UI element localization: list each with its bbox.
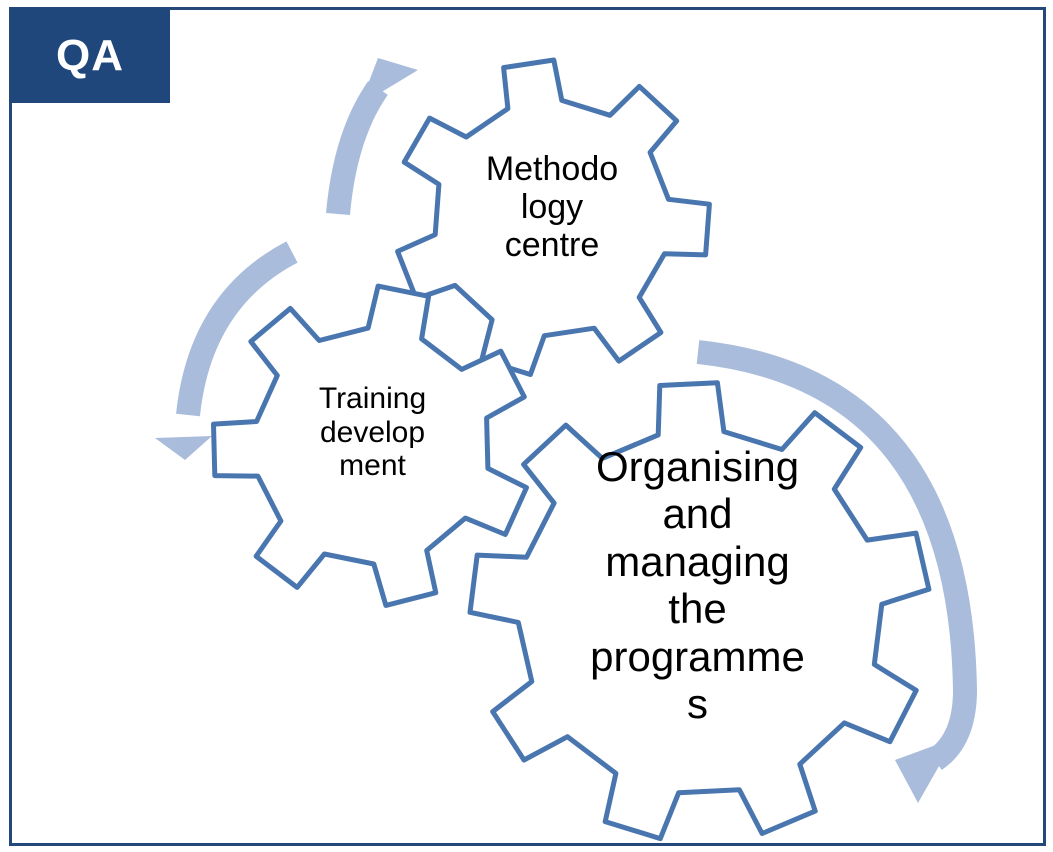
gear-label-training: Training develop ment (318, 382, 427, 483)
qa-badge: QA (10, 8, 170, 103)
arrow-to-methodology (326, 81, 388, 216)
gear-organising (467, 380, 932, 842)
gear-label-methodology: Methodo logy centre (485, 150, 619, 265)
gear-methodology (395, 57, 712, 377)
arrow-head-organising (895, 738, 955, 803)
arrow-to-organising (696, 340, 978, 770)
gear-label-organising: Organising and managing the programme s (590, 443, 805, 728)
arrow-head-training (155, 436, 212, 460)
arrows (155, 58, 978, 803)
arrow-head-methodology (360, 58, 418, 105)
arrow-to-training (176, 241, 298, 417)
gears (211, 57, 932, 842)
gear-training (211, 283, 529, 608)
